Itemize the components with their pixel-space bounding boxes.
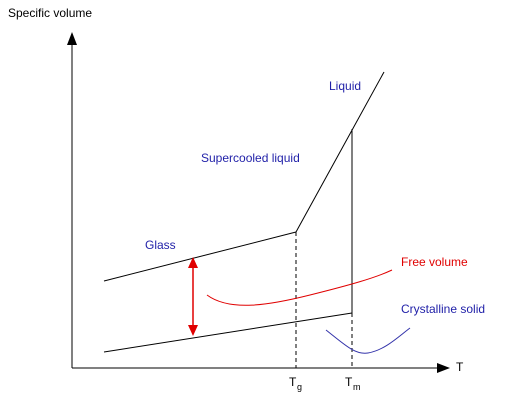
y-arrowhead-icon bbox=[67, 32, 77, 45]
crystalline-solid-curve bbox=[325, 327, 411, 354]
tm-sub: m bbox=[353, 382, 361, 392]
free-volume-curve bbox=[206, 269, 393, 306]
double-headed-arrow-icon bbox=[188, 257, 198, 336]
liquid-label: Liquid bbox=[329, 79, 361, 93]
supercooled-liquid-label: Supercooled liquid bbox=[201, 151, 300, 165]
tg-sub: g bbox=[297, 382, 302, 392]
x-arrowhead-icon bbox=[437, 363, 450, 373]
tg-main: T bbox=[289, 375, 297, 389]
y-axis-label: Specific volume bbox=[8, 6, 92, 20]
tm-tick-label: T m bbox=[345, 375, 361, 392]
crystalline-solid-line bbox=[103, 312, 353, 353]
supercooled-liquid-line bbox=[295, 71, 385, 233]
tm-main: T bbox=[345, 375, 353, 389]
glass-label: Glass bbox=[145, 238, 176, 252]
glass-line bbox=[103, 231, 297, 282]
crystalline-solid-label: Crystalline solid bbox=[401, 302, 485, 316]
tg-tick-label: T g bbox=[289, 375, 302, 392]
free-volume-label: Free volume bbox=[401, 255, 468, 269]
x-axis-label: T bbox=[456, 360, 464, 374]
